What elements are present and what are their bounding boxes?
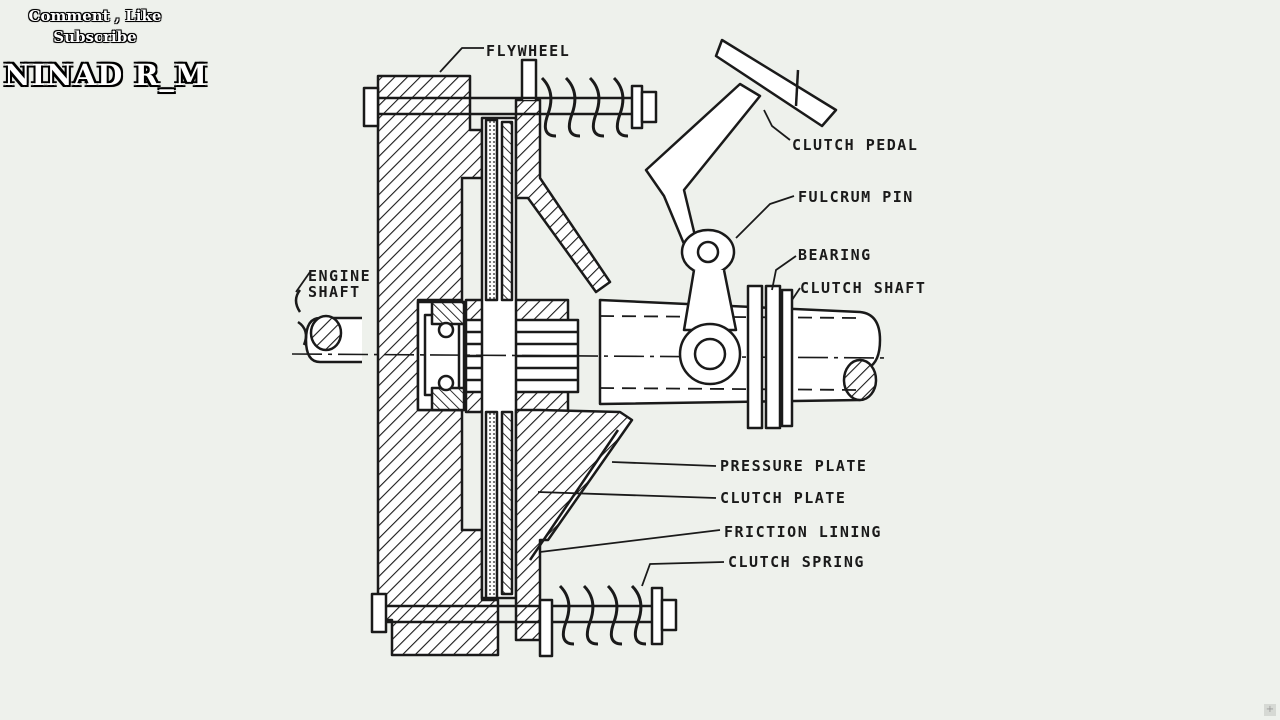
label-clutch-shaft: CLUTCH SHAFT	[800, 279, 926, 297]
center-line	[291, 353, 887, 359]
clutch-pedal-lever	[644, 38, 838, 386]
watermark-cta: Comment , Like Subscribe	[0, 6, 190, 48]
spigot-hub	[416, 300, 466, 412]
label-friction-lining: FRICTION LINING	[724, 523, 882, 541]
watermark-line1: Comment , Like	[28, 7, 162, 25]
watermark-line2: Subscribe	[53, 28, 137, 46]
plus-icon[interactable]: +	[1264, 704, 1276, 716]
leader-lines	[295, 47, 801, 587]
label-engine-shaft-line1: ENGINE	[308, 267, 371, 285]
label-clutch-pedal: CLUTCH PEDAL	[792, 136, 918, 154]
label-fulcrum-pin: FULCRUM PIN	[798, 188, 914, 206]
label-pressure-plate: PRESSURE PLATE	[720, 457, 867, 475]
spring-bolt-top	[362, 76, 658, 138]
clutch-plate	[480, 116, 518, 600]
label-bearing: BEARING	[798, 246, 872, 264]
label-clutch-spring: CLUTCH SPRING	[728, 553, 865, 571]
label-flywheel: FLYWHEEL	[486, 42, 570, 60]
label-engine-shaft-line2: SHAFT	[308, 283, 361, 301]
spring-bolt-bottom	[370, 584, 678, 658]
channel-name: NINAD R_M	[4, 58, 209, 92]
label-clutch-plate: CLUTCH PLATE	[720, 489, 846, 507]
release-bearing	[746, 284, 794, 430]
engine-shaft	[294, 289, 362, 364]
